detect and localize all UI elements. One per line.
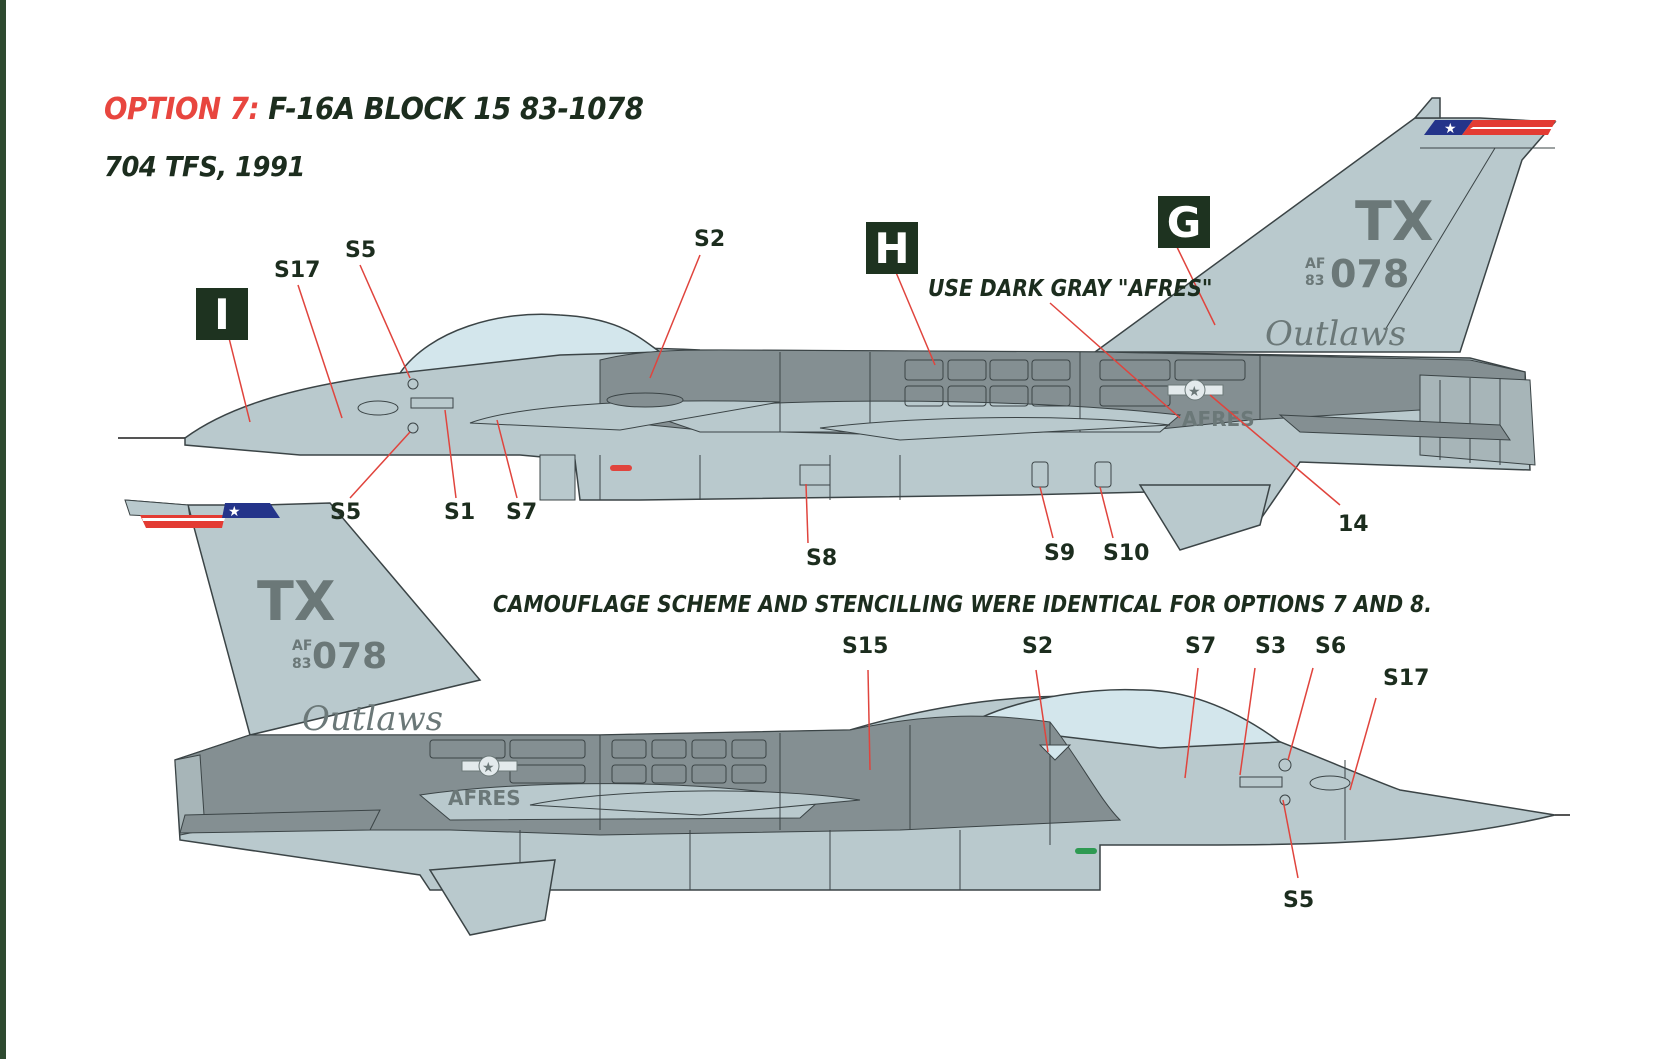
callout-s7-top: S7	[506, 500, 538, 525]
callout-s8-top: S8	[806, 546, 838, 571]
top-insignia: ★	[1167, 379, 1224, 401]
callout-s5-top-upper: S5	[345, 238, 377, 263]
callout-s17-top: S17	[274, 258, 321, 283]
top-canopy	[398, 313, 663, 374]
bottom-tail-serial: 078	[312, 636, 387, 677]
scheme-note: CAMOUFLAGE SCHEME AND STENCILLING WERE I…	[493, 592, 1432, 618]
callout-s5-top-lower: S5	[330, 500, 362, 525]
option-number: OPTION 7:	[104, 92, 260, 127]
top-fin-flag: ★	[1424, 120, 1556, 137]
svg-text:★: ★	[1188, 384, 1201, 400]
page-edge	[0, 0, 6, 1059]
svg-text:★: ★	[482, 760, 495, 776]
callout-s1-top: S1	[444, 500, 476, 525]
callout-s10-top: S10	[1103, 541, 1150, 566]
callout-s2-bottom: S2	[1022, 634, 1054, 659]
marking-box-h: H	[866, 222, 918, 274]
marking-box-g: G	[1158, 196, 1210, 248]
marking-box-i: I	[196, 288, 248, 340]
bottom-tail-code: TX	[257, 570, 335, 633]
callout-s3-bottom: S3	[1255, 634, 1287, 659]
top-tail-name: Outlaws	[1265, 314, 1406, 354]
bottom-dark-camouflage	[174, 715, 1122, 836]
top-ventral-fin	[1138, 484, 1271, 551]
svg-text:★: ★	[228, 504, 241, 520]
top-panel-grid	[599, 352, 1261, 500]
bottom-panel-grid	[429, 722, 1346, 890]
top-tail-serial: 078	[1330, 252, 1409, 296]
option-title: OPTION 7: F-16A BLOCK 15 83-1078	[104, 92, 644, 127]
leader-lines	[224, 242, 1377, 879]
callout-s17-bottom: S17	[1383, 666, 1430, 691]
bottom-vertical-tail	[187, 502, 482, 736]
callout-s15-bottom: S15	[842, 634, 889, 659]
top-tail-year: 83	[1305, 273, 1324, 289]
callout-s2-top: S2	[694, 227, 726, 252]
top-tail-code: TX	[1355, 190, 1433, 253]
aircraft-designation: F-16A BLOCK 15 83-1078	[268, 92, 644, 127]
top-afres-text: AFRES	[1182, 407, 1255, 431]
afres-color-note: USE DARK GRAY "AFRES"	[928, 276, 1213, 302]
callout-s5-bottom: S5	[1283, 888, 1315, 913]
bottom-insignia: ★	[461, 755, 518, 777]
bottom-tail-name: Outlaws	[302, 699, 443, 739]
callout-s6-bottom: S6	[1315, 634, 1347, 659]
callout-14-top: 14	[1338, 512, 1369, 537]
callout-s7-bottom: S7	[1185, 634, 1217, 659]
bottom-ventral-fin	[428, 859, 556, 936]
bottom-afres-text: AFRES	[448, 786, 521, 810]
bottom-tail-af: AF	[292, 638, 312, 654]
svg-text:★: ★	[1444, 121, 1457, 137]
unit-title: 704 TFS, 1991	[104, 150, 305, 183]
bottom-tail-year: 83	[292, 656, 311, 672]
callout-s9-top: S9	[1044, 541, 1076, 566]
bottom-aircraft: ★	[124, 499, 1570, 936]
top-aircraft: ★	[118, 97, 1557, 551]
bottom-fin-flag: ★	[140, 503, 280, 528]
top-tail-af: AF	[1305, 256, 1325, 272]
